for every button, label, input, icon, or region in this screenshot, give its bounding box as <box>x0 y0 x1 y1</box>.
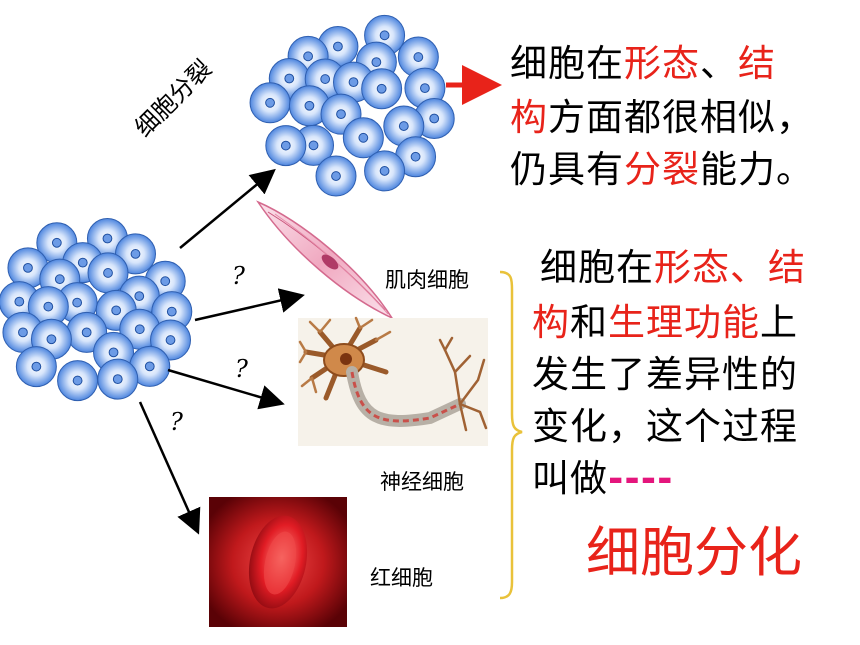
cell-nucleus <box>166 306 177 317</box>
brace-bracket <box>499 270 523 600</box>
cell-nucleus <box>72 297 83 308</box>
top-text-line-3: 仍具有分裂能力。 <box>510 148 814 192</box>
cell-nucleus <box>134 324 145 335</box>
nerve-cell-label: 神经细胞 <box>380 470 464 494</box>
cell-nucleus <box>18 327 28 338</box>
cell-nucleus <box>112 374 123 385</box>
cell-nucleus <box>81 327 92 338</box>
cell-nucleus <box>348 77 359 88</box>
mid-text-line-5: 叫做---- <box>532 457 673 501</box>
cell-nucleus <box>284 73 295 84</box>
text-segment-highlight: 形态、结 <box>654 246 806 289</box>
text-segment-highlight: 结 <box>738 42 776 85</box>
cell-nucleus <box>108 347 119 358</box>
text-segment-highlight: 构 <box>532 301 570 344</box>
cell-nucleus <box>336 109 346 120</box>
cell-nucleus <box>280 140 291 151</box>
text-segment: 细胞在 <box>540 246 654 289</box>
cell-nucleus <box>72 375 83 386</box>
muscle-cell-label: 肌肉细胞 <box>385 268 469 292</box>
cell-nucleus <box>102 233 113 244</box>
text-segment: 叫做 <box>532 457 608 500</box>
mid-text-line-2: 构和生理功能上 <box>532 301 798 345</box>
cell-nucleus <box>413 52 424 62</box>
cell-nucleus <box>144 361 155 372</box>
cell-nucleus <box>376 83 387 94</box>
arrow-to-muscle <box>194 288 305 322</box>
cell-nucleus <box>160 276 171 287</box>
text-segment-highlight: 分裂 <box>624 148 700 191</box>
text-segment: 方面都很相似， <box>548 96 814 139</box>
top-text-line-2: 构方面都很相似， <box>510 96 814 140</box>
mid-text-line-1: 细胞在形态、结 <box>540 246 806 290</box>
cell-nucleus <box>23 262 33 273</box>
cell-nucleus <box>51 237 62 248</box>
cell-nucleus <box>371 57 382 68</box>
text-segment: 和 <box>570 301 608 344</box>
text-segment: 、 <box>700 42 738 85</box>
cell-nucleus <box>54 274 65 285</box>
rbc-label: 红细胞 <box>370 566 433 590</box>
division-arrow <box>179 168 276 249</box>
text-segment-highlight: 形态 <box>624 42 700 85</box>
cell-nucleus <box>379 30 390 41</box>
question-mark-rbc: ? <box>170 408 183 436</box>
cell-nucleus <box>420 83 430 93</box>
cell-nucleus <box>303 51 314 62</box>
cell-cluster-top <box>249 14 455 197</box>
cell-nucleus <box>43 301 54 312</box>
text-segment-highlight: 构 <box>510 96 548 139</box>
text-segment: 仍具有 <box>510 148 624 191</box>
conclusion-text: 细胞分化 <box>586 521 802 584</box>
cell-nucleus <box>308 140 319 151</box>
arrow-to-nerve <box>167 368 285 410</box>
cell-nucleus <box>130 249 141 259</box>
dash-segment: ---- <box>608 457 674 500</box>
nerve-cell-icon <box>298 316 488 446</box>
red-blood-cell-image <box>209 497 347 627</box>
top-text-line-1: 细胞在形态、结 <box>510 42 776 86</box>
cell-nucleus <box>14 296 25 307</box>
cell-nucleus <box>358 132 369 143</box>
cell-nucleus <box>410 151 421 162</box>
question-mark-nerve: ? <box>235 355 248 383</box>
cell-nucleus <box>379 166 390 176</box>
text-segment: 能力。 <box>700 148 814 191</box>
mid-text-line-4: 变化，这个过程 <box>532 405 798 448</box>
cell-nucleus <box>331 171 341 181</box>
cell-nucleus <box>103 268 113 278</box>
question-mark-muscle: ? <box>232 262 245 290</box>
cell-nucleus <box>320 74 331 84</box>
text-segment: 细胞在 <box>510 42 624 85</box>
cell-nucleus <box>46 334 57 345</box>
cell-nucleus <box>265 97 275 108</box>
cell-nucleus <box>429 113 440 124</box>
text-segment-highlight: 生理功能 <box>608 301 760 344</box>
cell-nucleus <box>165 335 176 345</box>
cell-cluster-left <box>0 218 193 402</box>
cell-nucleus <box>398 121 409 131</box>
mid-text-line-3: 发生了差异性的 <box>532 353 798 396</box>
cell-nucleus <box>333 41 343 52</box>
cell-nucleus <box>77 257 88 268</box>
cell-nucleus <box>134 291 145 302</box>
text-segment: 上 <box>760 301 798 344</box>
cell-nucleus <box>304 100 315 111</box>
arrow-to-rbc <box>138 401 201 535</box>
cell-nucleus <box>111 305 122 316</box>
cell-nucleus <box>31 361 42 372</box>
